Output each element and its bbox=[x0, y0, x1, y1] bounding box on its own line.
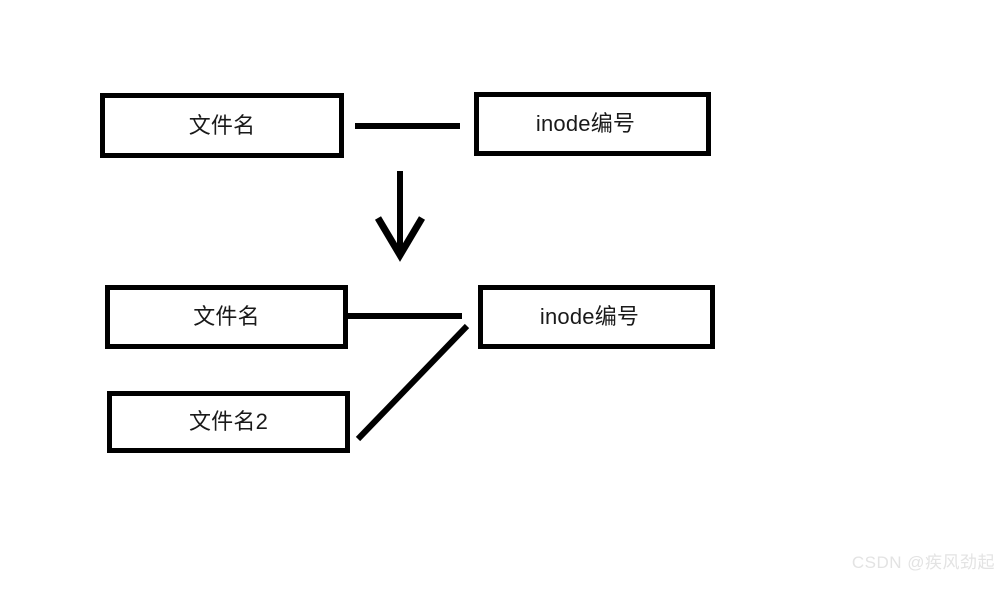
node-label: 文件名 bbox=[188, 112, 256, 138]
connector-link-bottom-second bbox=[355, 323, 470, 442]
node-filename-bottom: 文件名 bbox=[105, 285, 348, 349]
transition-arrow-head bbox=[374, 216, 426, 262]
node-label: inode编号 bbox=[539, 304, 640, 329]
watermark: CSDN @疾风劲起 bbox=[851, 553, 995, 572]
node-label: 文件名2 bbox=[188, 409, 269, 434]
node-label: inode编号 bbox=[535, 111, 636, 136]
node-inode-top: inode编号 bbox=[474, 92, 711, 156]
node-filename-top: 文件名 bbox=[100, 93, 344, 158]
node-label: 文件名 bbox=[193, 304, 260, 329]
node-filename2-bottom: 文件名2 bbox=[107, 391, 350, 453]
node-inode-bottom: inode编号 bbox=[478, 285, 715, 349]
